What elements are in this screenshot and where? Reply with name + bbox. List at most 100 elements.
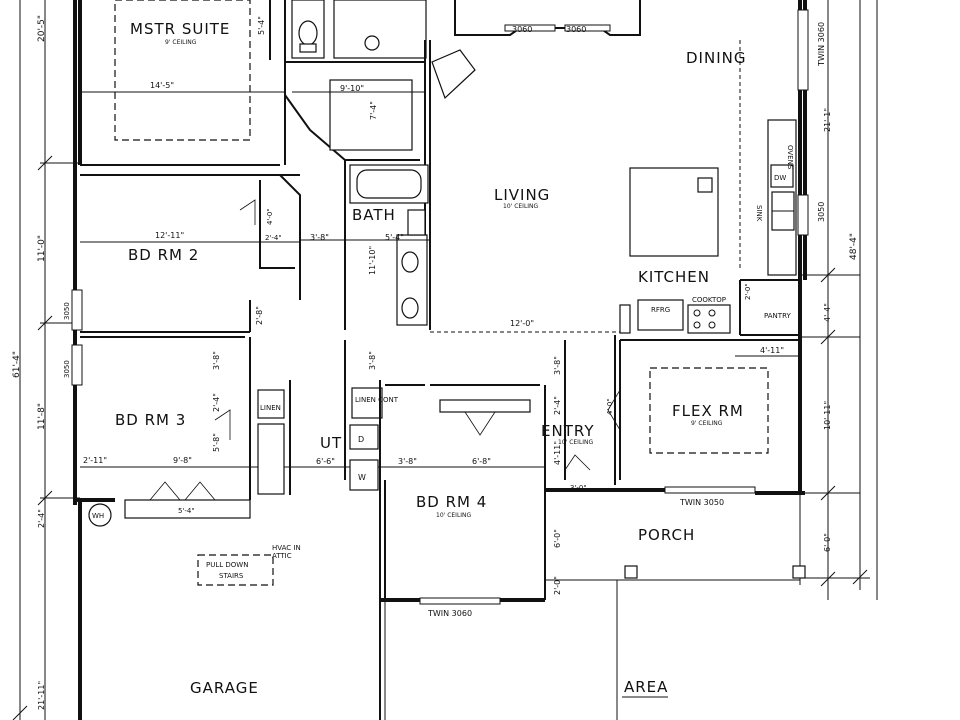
win-3050-left-b: 3050: [63, 360, 71, 378]
linen-cont-label: LINEN CONT: [355, 396, 399, 404]
dim-4-11-flex: 4'-11": [760, 346, 784, 355]
d-label: D: [358, 435, 364, 444]
dim-2-8: 2'-8": [255, 306, 264, 325]
pantry: [739, 279, 800, 336]
refrg-label: RFRG: [651, 306, 670, 314]
bd-rm-3-label: BD RM 3: [115, 411, 186, 429]
dim-3-8-left: 3'-8": [212, 351, 221, 370]
dim-3-8-entry: 3'-8": [553, 356, 562, 375]
dim-2-11: 2'-11": [83, 456, 107, 465]
dim-2-4-left: 2'-4": [212, 393, 221, 412]
entry-label: ENTRY: [541, 422, 595, 440]
dim-7-4: 7'-4": [369, 101, 378, 120]
flex-room: [614, 335, 800, 494]
bedroom-3: [80, 336, 380, 519]
win-3050-right: 3050: [817, 202, 826, 222]
dim-5-4-bath: 5'-4": [385, 233, 404, 242]
dim-10-11: 10'-11": [823, 401, 832, 430]
dim-11-0: 11'-0": [37, 235, 47, 262]
bd-rm-2-label: BD RM 2: [128, 246, 199, 264]
dim-3-0: 3'-0": [570, 484, 587, 492]
dim-5-4-top: 5'-4": [257, 16, 266, 35]
dim-6-0: 6'-0": [823, 533, 832, 552]
right-dimension-lines: [800, 0, 878, 600]
win-3060-a: 3060: [512, 25, 532, 34]
ut-label: UT: [320, 434, 342, 452]
bd-rm-3-width: 9'-8": [173, 456, 192, 465]
dim-6-0-porch: 6'-0": [553, 529, 562, 548]
pull-down-label: PULL DOWN: [206, 561, 248, 569]
bedroom-2: [80, 174, 301, 333]
dim-4-0-door: 4'-0": [606, 398, 614, 415]
sink-label: SINK: [755, 205, 763, 222]
porch: [545, 495, 806, 720]
kitchen-appliances: [619, 299, 731, 334]
dim-3-8-hall: 3'-8": [368, 351, 377, 370]
island-sink: [697, 177, 713, 193]
dim-12-0: 12'-0": [510, 319, 534, 328]
entry: [564, 340, 621, 480]
dim-61-4: 61'-4": [12, 351, 22, 378]
water-heater: [88, 503, 112, 527]
bath-label: BATH: [352, 206, 396, 224]
pantry-label: PANTRY: [764, 312, 791, 320]
bd-rm-4-label: BD RM 4: [416, 493, 487, 511]
living-label: LIVING: [494, 186, 550, 204]
dim-20-5: 20'-5": [37, 15, 47, 42]
dim-3-8-a: 3'-8": [310, 233, 329, 242]
bd-rm-2-width: 12'-11": [155, 231, 184, 240]
bd-rm-4-width: 6'-8": [472, 457, 491, 466]
w-label: W: [358, 473, 366, 482]
master-bath: [284, 0, 476, 330]
window-left-b: [71, 344, 83, 386]
dw-label: DW: [774, 174, 786, 182]
wh-label: WH: [92, 512, 104, 520]
dim-11-8: 11'-8": [37, 403, 47, 430]
linen-label: LINEN: [260, 404, 281, 412]
twin-3060-bd4: TWIN 3060: [427, 609, 472, 618]
garage-label: GARAGE: [190, 679, 259, 697]
dim-48-4: 48'-4": [849, 233, 859, 260]
bedroom-4: [380, 384, 546, 605]
window-left-a: [71, 289, 83, 331]
twin-3050-porch: TWIN 3050: [679, 498, 724, 507]
win-3050-left-a: 3050: [63, 302, 71, 320]
dim-21-1: 21'-1": [823, 108, 832, 132]
cooktop-label: COOKTOP: [692, 296, 726, 304]
dim-9-10: 9'-10": [340, 84, 364, 93]
flex-rm-label: FLEX RM: [672, 402, 744, 420]
dim-11-10: 11'-10": [368, 246, 377, 275]
mstr-suite-label: MSTR SUITE: [130, 20, 230, 38]
flex-rm-ceiling: 9' CEILING: [691, 420, 723, 427]
hvac-line-1: HVAC IN: [272, 544, 301, 552]
dim-2-0-pantry: 2'-0": [744, 283, 752, 300]
ovens-label: OVENS: [786, 145, 794, 170]
dim-4-4: 4'-4": [823, 303, 832, 322]
dim-3-8-ut: 3'-8": [398, 457, 417, 466]
top-front-windows: [454, 0, 641, 36]
porch-label: PORCH: [638, 526, 695, 544]
window-kitchen: [797, 194, 809, 236]
dim-2-4-bath: 2'-4": [265, 234, 282, 242]
dim-5-4-closet: 5'-4": [178, 507, 195, 515]
dim-2-4-low: 2'-4": [37, 509, 46, 528]
hvac-line-2: ATTIC: [272, 552, 292, 560]
bd-rm-4-ceiling: 10' CEILING: [436, 512, 472, 519]
twin-3060-right: TWIN 3060: [817, 22, 826, 67]
dim-2-4-entry: 2'-4": [553, 396, 562, 415]
dining-label: DINING: [686, 49, 746, 67]
dim-5-8: 5'-8": [212, 433, 221, 452]
dim-2-0: 2'-0": [553, 576, 562, 595]
kitchen-label: KITCHEN: [638, 268, 710, 286]
linen-utility: [257, 380, 383, 720]
kitchen-counter: [767, 119, 797, 276]
dim-4-0-closet: 4'-0": [266, 208, 274, 225]
dim-21-11: 21'-11": [37, 681, 46, 710]
dim-6-6: 6'-6": [316, 457, 335, 466]
win-3060-b: 3060: [566, 25, 586, 34]
area-label: AREA: [624, 678, 668, 696]
window-dining: [797, 9, 809, 91]
left-dimension-lines: [12, 0, 80, 720]
dim-4-11-entry: 4'-11": [553, 441, 562, 465]
